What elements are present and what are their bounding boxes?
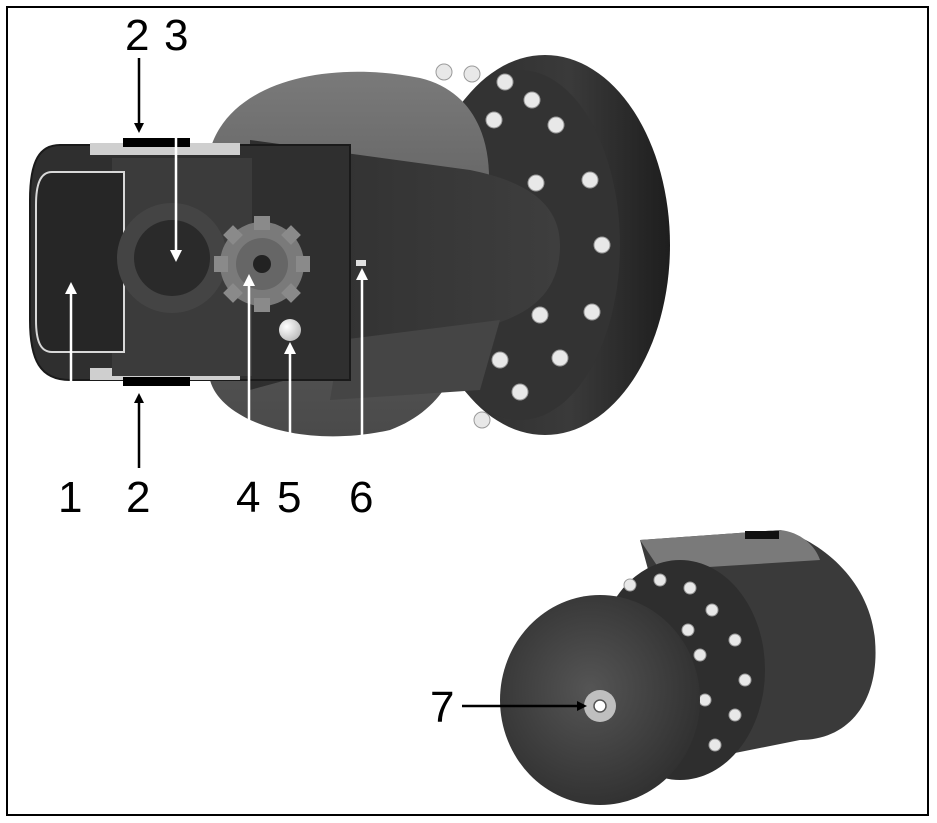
lower-facet — [330, 320, 500, 400]
callout-1: 1 — [58, 473, 82, 522]
cap-button-center — [593, 699, 607, 713]
callout-2-bottom: 2 — [126, 473, 150, 522]
rim-studs — [435, 63, 611, 429]
main-device — [29, 55, 670, 437]
led-ball — [279, 319, 301, 341]
callout-5: 5 — [277, 473, 301, 522]
callout-6: 6 — [349, 473, 373, 522]
compartment-opening — [35, 171, 125, 353]
secondary-studs — [623, 573, 752, 752]
top-slider — [123, 138, 190, 147]
callout-2-top: 2 — [125, 11, 149, 60]
small-indicator — [356, 260, 366, 266]
port-hole — [134, 220, 210, 296]
callout-arrows — [65, 58, 587, 711]
callout-4: 4 — [236, 473, 260, 522]
callout-7: 7 — [430, 683, 454, 732]
gear-knob — [214, 216, 310, 312]
secondary-top — [640, 530, 820, 570]
secondary-slider — [745, 531, 779, 539]
secondary-device — [500, 530, 876, 805]
bottom-slider — [123, 377, 190, 386]
callout-labels: 2 3 1 2 4 5 6 7 — [58, 11, 454, 732]
callout-3: 3 — [164, 11, 188, 60]
